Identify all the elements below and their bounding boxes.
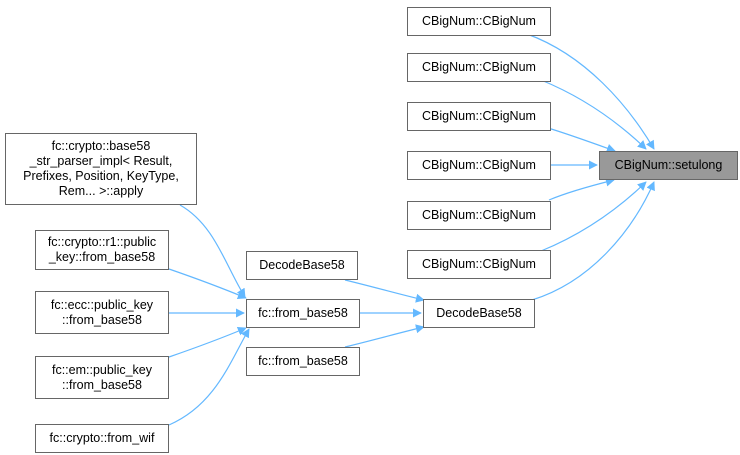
node-ecc-public-key-from-base58[interactable]: fc::ecc::public_key ::from_base58 — [35, 291, 169, 334]
node-cbignum-constructor-4[interactable]: CBigNum::CBigNum — [407, 151, 551, 180]
node-label: fc::crypto::r1::public _key::from_base58 — [47, 235, 157, 264]
node-cbignum-constructor-2[interactable]: CBigNum::CBigNum — [407, 53, 551, 82]
node-base58-str-parser-apply[interactable]: fc::crypto::base58 _str_parser_impl< Res… — [5, 133, 197, 205]
edge-cbignum-5-to-setulong — [548, 177, 615, 201]
edge-from-base58-lower-to-decode — [344, 324, 425, 348]
node-cbignum-constructor-3[interactable]: CBigNum::CBigNum — [407, 102, 551, 131]
node-label: CBigNum::CBigNum — [422, 158, 536, 172]
node-cbignum-constructor-6[interactable]: CBigNum::CBigNum — [407, 250, 551, 279]
node-label: CBigNum::CBigNum — [422, 14, 536, 28]
edge-cbignum-1-to-setulong — [526, 33, 655, 150]
edge-cbignum-3-to-setulong — [547, 127, 616, 153]
node-label: DecodeBase58 — [436, 306, 522, 320]
node-label: CBigNum::setulong — [614, 158, 723, 172]
edge-em-to-from-base58 — [168, 326, 247, 358]
node-label: fc::crypto::base58 _str_parser_impl< Res… — [23, 139, 179, 198]
node-label: fc::from_base58 — [258, 306, 348, 320]
node-cbignum-constructor-5[interactable]: CBigNum::CBigNum — [407, 201, 551, 230]
node-fc-crypto-from-wif[interactable]: fc::crypto::from_wif — [35, 424, 169, 453]
edge-cbignum-2-to-setulong — [540, 79, 647, 150]
node-fc-from-base58-main[interactable]: fc::from_base58 — [246, 299, 360, 328]
node-cbignum-setulong: CBigNum::setulong — [599, 151, 738, 180]
edge-cbignum-6-to-setulong — [540, 181, 647, 252]
node-label: fc::ecc::public_key ::from_base58 — [50, 297, 154, 327]
node-decodebase58-main[interactable]: DecodeBase58 — [423, 299, 535, 328]
node-label: fc::em::public_key ::from_base58 — [51, 362, 153, 392]
edge-r1-to-from-base58 — [168, 268, 247, 300]
node-label: fc::crypto::from_wif — [49, 431, 155, 445]
node-label: CBigNum::CBigNum — [422, 60, 536, 74]
node-label: CBigNum::CBigNum — [422, 208, 536, 222]
node-em-public-key-from-base58[interactable]: fc::em::public_key ::from_base58 — [35, 356, 169, 399]
node-decodebase58-left[interactable]: DecodeBase58 — [246, 251, 358, 280]
node-label: CBigNum::CBigNum — [422, 109, 536, 123]
node-r1-public-key-from-base58[interactable]: fc::crypto::r1::public _key::from_base58 — [35, 230, 169, 270]
edge-wif-to-from-base58 — [168, 328, 250, 426]
node-label: CBigNum::CBigNum — [422, 257, 536, 271]
node-label: fc::from_base58 — [258, 354, 348, 368]
node-label: DecodeBase58 — [259, 258, 345, 272]
node-fc-from-base58-lower[interactable]: fc::from_base58 — [246, 347, 360, 376]
edge-decode-left-to-decode — [344, 279, 425, 303]
node-cbignum-constructor-1[interactable]: CBigNum::CBigNum — [407, 7, 551, 36]
edge-decodebase58-to-setulong — [531, 181, 655, 301]
edge-parser-to-from-base58 — [179, 204, 246, 298]
